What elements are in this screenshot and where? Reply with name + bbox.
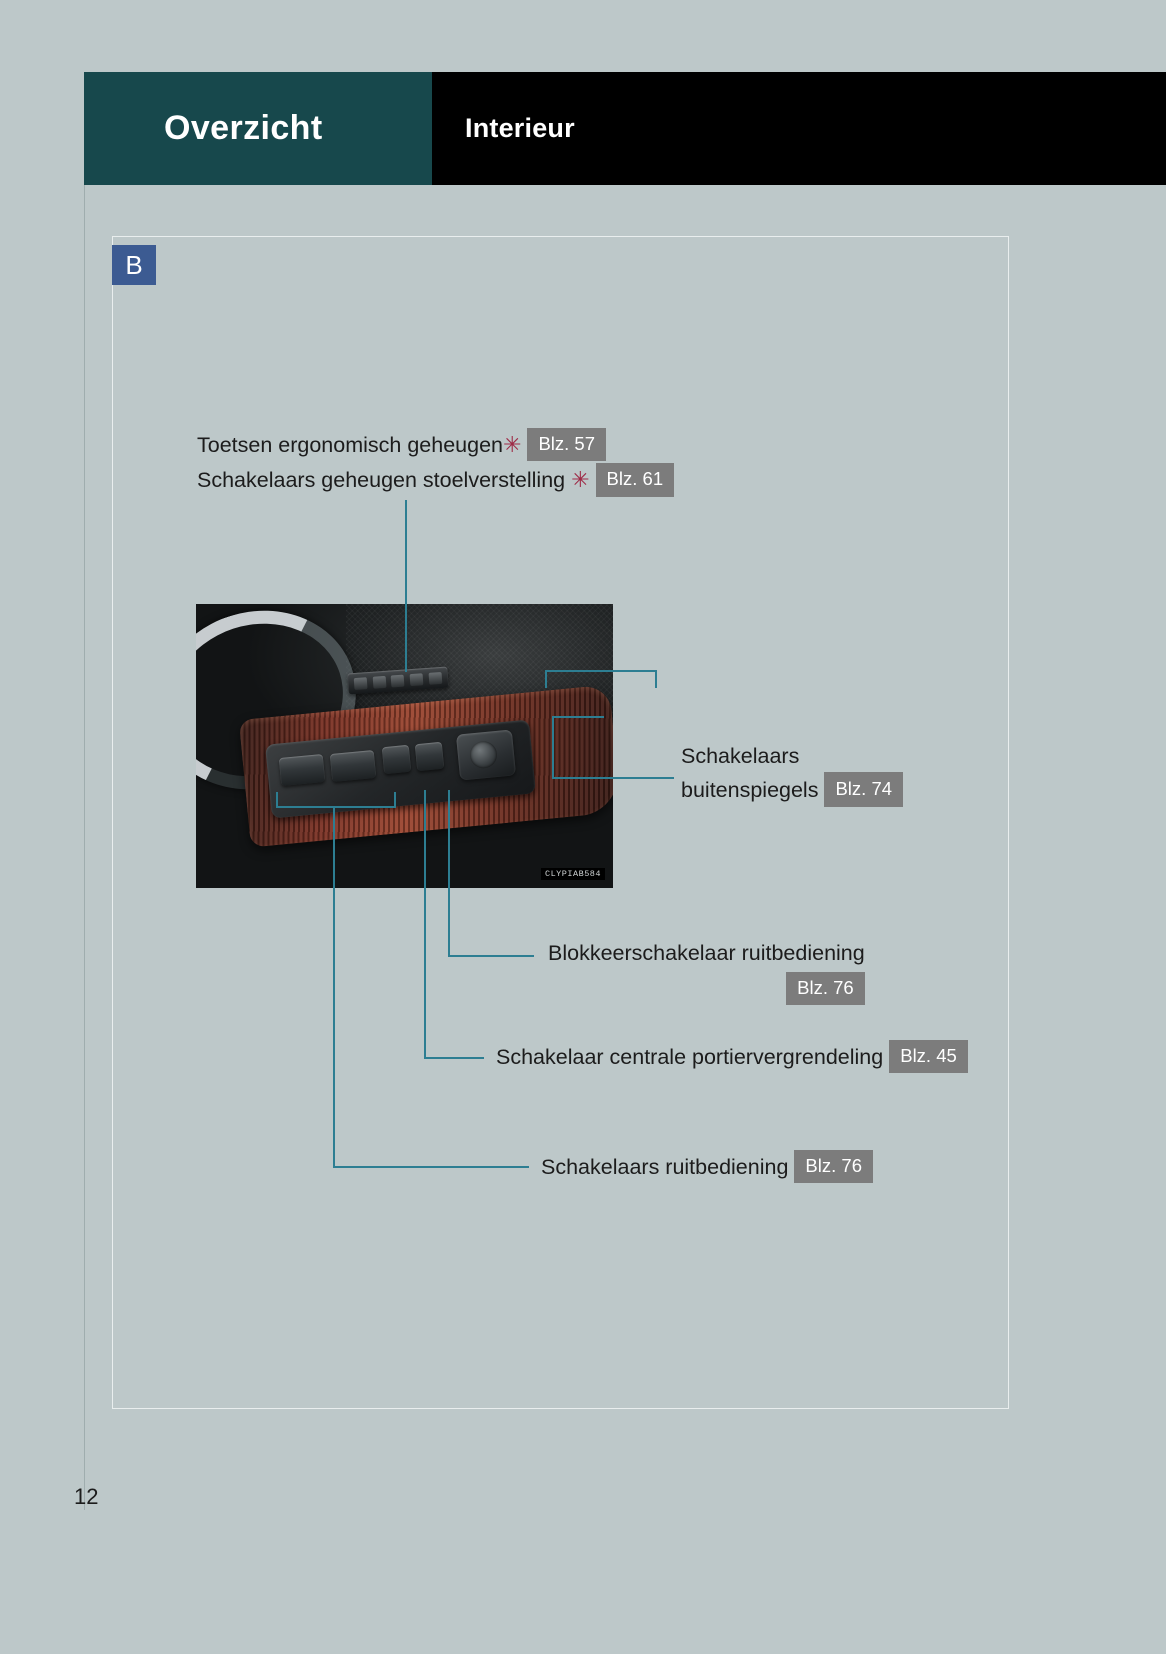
- callout-window-switches-label: Schakelaars ruitbediening: [541, 1155, 789, 1179]
- window-rocker-switch-2: [329, 749, 377, 783]
- callout-window-lock-label: Blokkeerschakelaar ruitbediening: [548, 941, 865, 965]
- memory-button-icon: [428, 671, 443, 685]
- callout-window-lock-switch: Blokkeerschakelaar ruitbediening Blz. 76: [548, 938, 865, 1005]
- page-ref-chip[interactable]: Blz. 45: [889, 1040, 968, 1074]
- callout-memory-label-2: Schakelaars geheugen stoelverstelling: [197, 468, 572, 493]
- callout-central-door-lock-switch: Schakelaar centrale portiervergrendeling…: [496, 1040, 968, 1074]
- leader-line-memory-vertical: [405, 500, 407, 672]
- mirror-control-cluster: [455, 729, 517, 781]
- leader-line-mirrors-hook: [552, 716, 604, 718]
- callout-window-lock-ref-row: Blz. 76: [548, 971, 865, 1005]
- mirror-adjust-dial-icon: [468, 740, 499, 770]
- page-ref-chip[interactable]: Blz. 57: [527, 428, 606, 462]
- memory-button-icon: [372, 675, 387, 689]
- leader-bracket-window-switches: [276, 792, 396, 808]
- door-panel-photo: CLYPIAB584: [196, 604, 613, 888]
- memory-button-icon: [409, 672, 424, 686]
- callout-memory-line-2: Schakelaars geheugen stoelverstelling ✳B…: [197, 463, 675, 497]
- callout-memory-label-1: Toetsen ergonomisch geheugen: [197, 433, 503, 457]
- callout-mirrors-label-line-1: Schakelaars: [681, 744, 800, 768]
- page-ref-chip[interactable]: Blz. 76: [794, 1150, 873, 1184]
- callout-memory-buttons: Toetsen ergonomisch geheugen✳Blz. 57 Sch…: [197, 428, 675, 499]
- leader-line-door-lock-horizontal: [424, 1057, 484, 1059]
- callout-door-lock-label: Schakelaar centrale portiervergrendeling: [496, 1045, 884, 1069]
- window-rocker-switch-4: [414, 741, 445, 772]
- header-section-band: Interieur: [432, 72, 1166, 185]
- callout-mirrors-label-line-2: buitenspiegels: [681, 778, 819, 803]
- leader-line-mirrors-horizontal: [552, 777, 674, 779]
- footnote-asterisk-icon: ✳: [503, 432, 522, 457]
- content-frame: [112, 236, 1009, 1409]
- memory-button-icon: [391, 674, 405, 687]
- leader-line-mirrors-vertical: [552, 716, 554, 778]
- leader-line-window-lock-vertical: [448, 790, 450, 956]
- photo-reference-code: CLYPIAB584: [540, 868, 605, 880]
- header-chapter-band: Overzicht: [84, 72, 432, 185]
- page-ref-chip[interactable]: Blz. 74: [824, 772, 904, 807]
- leader-line-window-switches-horizontal: [333, 1166, 529, 1168]
- leader-bracket-memory: [545, 670, 657, 688]
- photo-inner: CLYPIAB584: [196, 604, 613, 888]
- page-number: 12: [74, 1484, 99, 1509]
- page-ref-chip[interactable]: Blz. 76: [786, 971, 865, 1005]
- memory-button-icon: [353, 676, 368, 690]
- page-header: Overzicht Interieur: [84, 72, 1166, 185]
- footnote-asterisk-icon: ✳: [571, 467, 590, 493]
- callout-memory-line-1: Toetsen ergonomisch geheugen✳Blz. 57: [197, 428, 674, 462]
- window-rocker-switch-1: [278, 753, 326, 787]
- leader-line-window-switches-vertical: [333, 806, 335, 1168]
- leader-line-window-lock-horizontal: [448, 955, 534, 957]
- chapter-title: Overzicht: [164, 109, 323, 147]
- section-letter-badge: B: [112, 245, 156, 285]
- window-rocker-switch-3: [381, 744, 412, 775]
- leader-line-door-lock-vertical: [424, 790, 426, 1058]
- page-left-rule: [84, 72, 85, 1510]
- section-title: Interieur: [465, 113, 575, 143]
- page-ref-chip[interactable]: Blz. 61: [595, 463, 675, 497]
